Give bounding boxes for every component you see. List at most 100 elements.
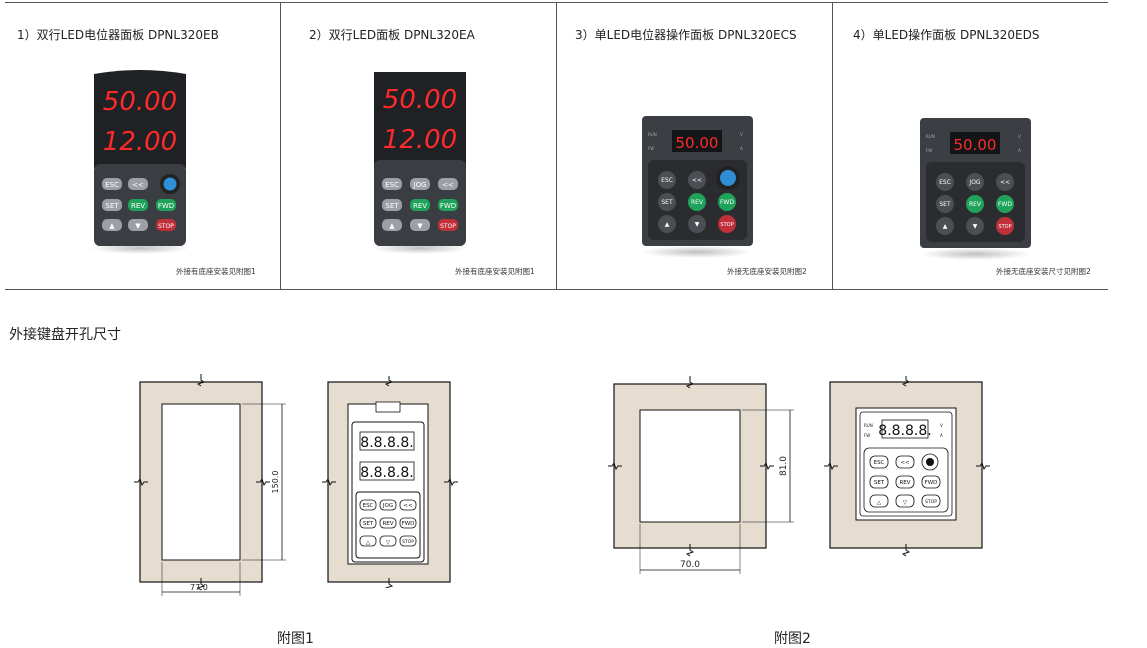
break-mark xyxy=(196,374,206,387)
column-divider xyxy=(832,2,833,290)
key-label: ▲ xyxy=(109,222,115,230)
up-key xyxy=(658,215,676,233)
rev-key xyxy=(688,193,706,211)
panel-dpnl320eb: 50.00 12.00 ESC << SET REV FWD ▲ ▼ STOP xyxy=(90,70,190,254)
up-key xyxy=(936,217,954,235)
indicator-label: A xyxy=(1018,148,1021,153)
key-label: ESC xyxy=(661,177,673,184)
key-label: ▲ xyxy=(389,222,395,230)
display-housing xyxy=(374,72,466,168)
key-label: STOP xyxy=(158,223,174,230)
cutout-hole xyxy=(161,403,241,561)
stop-key xyxy=(156,219,176,231)
indicator-label: V xyxy=(740,132,743,137)
key-label: ESC xyxy=(874,460,885,466)
key-label: STOP xyxy=(925,499,937,505)
down-key xyxy=(128,219,148,231)
key-label: SET xyxy=(874,480,885,486)
key-label: SET xyxy=(385,202,399,210)
key-label: ESC xyxy=(105,181,119,189)
key-label: FWD xyxy=(720,199,734,206)
panel-dpnl320ea: 50.00 12.00 ESC JOG << SET REV FWD ▲ ▼ S… xyxy=(372,72,468,254)
key-label: ▲ xyxy=(943,223,948,230)
key-label: STOP xyxy=(998,224,1011,230)
key-label: ESC xyxy=(385,181,399,189)
back-key xyxy=(996,173,1014,191)
esc-key xyxy=(658,171,676,189)
up-key xyxy=(102,219,122,231)
rev-key xyxy=(966,195,984,213)
back-key xyxy=(438,178,458,190)
product-title-1: 1）双行LED电位器面板 DPNL320EB xyxy=(17,28,219,42)
key-label: JOG xyxy=(413,181,427,189)
key-label: REV xyxy=(969,201,982,208)
key-label: REV xyxy=(691,199,704,206)
jog-key xyxy=(410,178,430,190)
key-label: ▼ xyxy=(135,222,141,230)
key-label: REV xyxy=(413,202,427,210)
key-label: ESC xyxy=(363,503,374,509)
key-label: △ xyxy=(366,540,371,546)
install-note-3: 外接无底座安装见附图2 xyxy=(727,267,807,276)
break-mark xyxy=(256,477,270,487)
column-divider xyxy=(556,2,557,290)
width-label: 77.0 xyxy=(190,583,208,592)
fig2-mounted-drawing: 8.8.8.8. RUN FW V A ESC << SET REV FWD △… xyxy=(824,376,990,557)
down-key xyxy=(966,217,984,235)
key-label: ▼ xyxy=(973,223,978,230)
rev-key xyxy=(128,199,148,211)
indicator-label: RUN xyxy=(926,134,935,139)
key-label: << xyxy=(1000,179,1010,186)
set-key xyxy=(102,199,122,211)
panel-dpnl320eds: 50.00 RUN FW V A ESC JOG << SET REV FWD … xyxy=(920,118,1031,260)
product-title-4: 4）单LED操作面板 DPNL320EDS xyxy=(853,28,1040,42)
break-mark xyxy=(196,578,206,591)
height-label: 81.0 xyxy=(779,456,789,476)
key-label: << xyxy=(692,177,702,184)
fwd-key xyxy=(996,195,1014,213)
key-label: FWD xyxy=(440,202,456,210)
break-mark xyxy=(134,477,148,487)
key-label: JOG xyxy=(382,503,393,509)
indicator-label: FW xyxy=(864,433,870,438)
display-line-1: 50.00 xyxy=(676,134,719,152)
fwd-key xyxy=(438,199,458,211)
fig1-cutout-drawing: 150.0 77.0 xyxy=(134,374,286,596)
cutout-hole xyxy=(639,409,741,523)
set-key xyxy=(658,193,676,211)
jog-key xyxy=(966,173,984,191)
fig1-mounted-drawing: 8.8.8.8. 8.8.8.8. ESC JOG << SET REV FWD… xyxy=(322,376,458,588)
display-line-2: 12.00 xyxy=(383,125,457,155)
key-label: FWD xyxy=(402,521,415,527)
back-key xyxy=(688,171,706,189)
led-window xyxy=(672,130,722,152)
key-label: ▽ xyxy=(386,540,391,546)
key-label: JOG xyxy=(968,179,980,186)
fwd-key xyxy=(156,199,176,211)
indicator-label: FW xyxy=(648,146,654,151)
indicator-label: V xyxy=(940,423,943,428)
key-label: REV xyxy=(382,521,393,527)
key-label: ▲ xyxy=(665,221,670,228)
fig2-cutout-drawing: 81.0 70.0 xyxy=(608,376,794,574)
install-note-2: 外接有底座安装见附图1 xyxy=(455,267,535,276)
up-key xyxy=(382,219,402,231)
key-label: SET xyxy=(939,201,951,208)
key-label: SET xyxy=(661,199,673,206)
figure-1-caption: 附图1 xyxy=(277,631,314,647)
esc-key xyxy=(382,178,402,190)
esc-key xyxy=(102,178,122,190)
led-window xyxy=(950,132,1000,154)
display-line-2: 12.00 xyxy=(103,127,177,157)
indicator-label: A xyxy=(940,433,943,438)
display-line-1: 50.00 xyxy=(103,87,177,117)
key-label: STOP xyxy=(440,223,456,230)
key-label: SET xyxy=(105,202,119,210)
back-key xyxy=(128,178,148,190)
panel-dpnl320ecs: 50.00 RUN FW V A ESC << SET REV FWD ▲ ▼ … xyxy=(642,116,753,258)
key-label: ESC xyxy=(939,179,951,186)
install-note-4: 外接无底座安装尺寸见附图2 xyxy=(996,267,1091,276)
height-label: 150.0 xyxy=(271,471,280,494)
key-label: FWD xyxy=(925,480,938,486)
key-label: FWD xyxy=(158,202,174,210)
